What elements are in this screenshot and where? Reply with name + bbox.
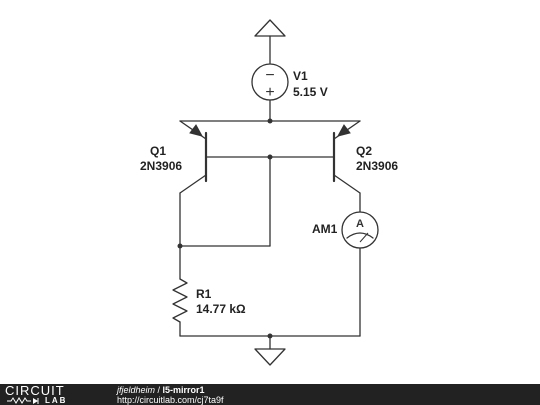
- ground-symbol: [254, 348, 286, 366]
- footer-bar: CIRCUIT LAB jfjeldheim / l5-mirror1 http…: [0, 384, 540, 405]
- r1-name: R1: [196, 287, 212, 301]
- author-link[interactable]: jfjeldheim: [117, 385, 156, 395]
- logo-text-circuit: CIRCUIT: [5, 383, 65, 398]
- circuit-url-link[interactable]: http://circuitlab.com/cj7ta9f: [117, 395, 224, 405]
- junction-dot: [267, 118, 273, 124]
- separator: /: [155, 385, 163, 395]
- q1-emitter-arrow: [189, 124, 203, 137]
- q2-name: Q2: [356, 144, 372, 158]
- ammeter-symbol: A: [356, 218, 364, 230]
- am1-name: AM1: [312, 222, 338, 236]
- v1-value: 5.15 V: [293, 85, 328, 99]
- junction-dot: [267, 333, 273, 339]
- wire: [179, 174, 207, 194]
- r1-value: 14.77 kΩ: [196, 302, 246, 316]
- author-line: jfjeldheim / l5-mirror1: [117, 385, 205, 395]
- ammeter-scale: [346, 232, 374, 239]
- v1-name: V1: [293, 69, 308, 83]
- project-name[interactable]: l5-mirror1: [162, 385, 205, 395]
- wire: [333, 174, 361, 194]
- logo-text-lab: LAB: [45, 396, 68, 405]
- logo-waveform-icon: [7, 397, 39, 404]
- v1-plus-sign: +: [265, 84, 274, 101]
- resistor-r1: [172, 278, 188, 323]
- v1-minus-sign: −: [265, 67, 274, 84]
- q1-model: 2N3906: [140, 159, 182, 173]
- q2-emitter-arrow: [337, 124, 351, 137]
- junction-dot: [177, 243, 183, 249]
- q2-model: 2N3906: [356, 159, 398, 173]
- ammeter-needle: [359, 232, 369, 243]
- q1-name: Q1: [150, 144, 166, 158]
- junction-dot: [267, 154, 273, 160]
- circuit-schematic: − + A V1 5.15 V Q1 2N3906 Q2 2N3906 AM1 …: [140, 19, 398, 366]
- supply-symbol: [254, 19, 286, 37]
